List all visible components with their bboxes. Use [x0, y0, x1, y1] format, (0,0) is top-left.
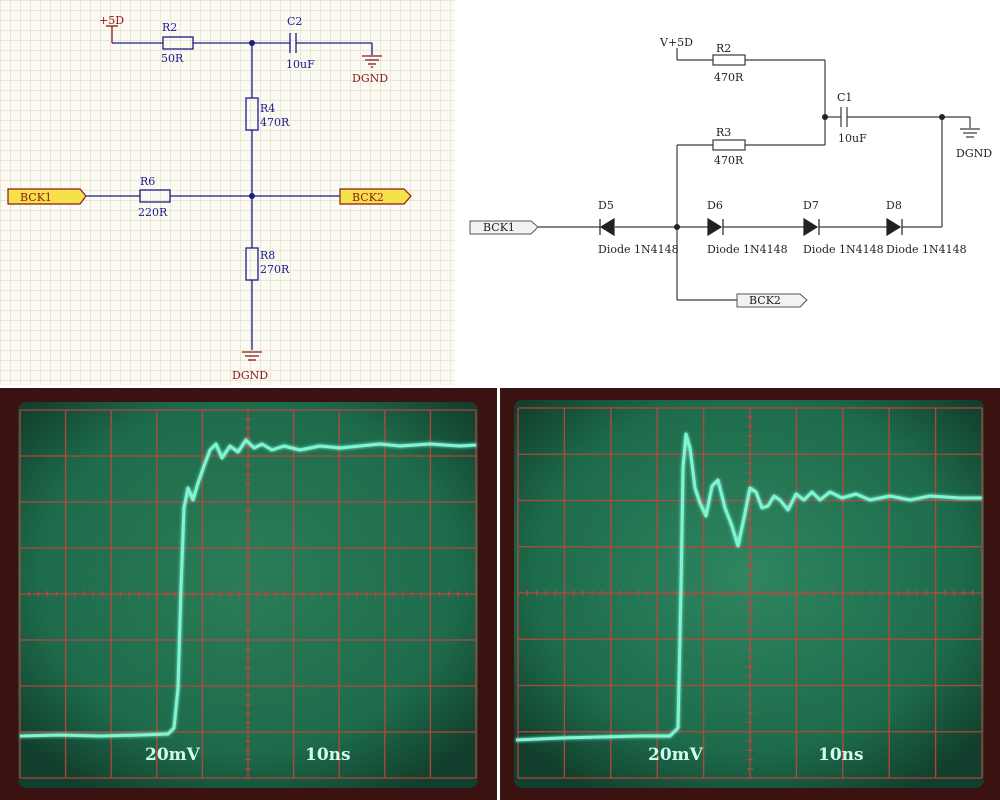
scope-b-graticule [517, 407, 983, 779]
scope-b-screen: 20mV 10ns [500, 388, 1000, 800]
r2-ref: R2 [162, 21, 177, 34]
supply-label: +5D [99, 14, 124, 27]
d8-value: Diode 1N4148 [886, 243, 967, 256]
port-bck2: BCK2 [352, 191, 384, 204]
r8-value: 270R [260, 263, 290, 276]
d8-ref: D8 [886, 199, 902, 212]
r3-value-b: 470R [714, 154, 744, 167]
scope-a-volts-div: 20mV [145, 745, 201, 765]
scope-b-volts-div: 20mV [648, 745, 704, 765]
scope-a-screen: 20mV 10ns [0, 388, 497, 800]
d5-value: Diode 1N4148 [598, 243, 679, 256]
d7-ref: D7 [803, 199, 819, 212]
port-bck2-b: BCK2 [749, 294, 781, 307]
r2-ref-b: R2 [716, 42, 731, 55]
supply-label-b: V+5D [659, 36, 693, 49]
schematic-b-drawing: V+5D R2 470R R3 470R C1 10uF DGND BCK1 B… [469, 36, 992, 308]
scope-b-time-div: 10ns [818, 745, 864, 765]
gnd-top-label: DGND [352, 72, 388, 85]
c2-ref: C2 [287, 15, 302, 28]
r2-value-b: 470R [714, 71, 744, 84]
oscilloscope-capture-b: 20mV 10ns [500, 388, 1000, 800]
schematic-diode-clamp: V+5D R2 470R R3 470R C1 10uF DGND BCK1 B… [455, 0, 1000, 385]
c1-ref-b: C1 [837, 91, 852, 104]
d7-value: Diode 1N4148 [803, 243, 884, 256]
c2-value: 10uF [286, 58, 315, 71]
scope-b-trace [515, 432, 982, 742]
port-bck1-b: BCK1 [483, 221, 515, 234]
d6-ref: D6 [707, 199, 723, 212]
d5-ref: D5 [598, 199, 614, 212]
r3-ref-b: R3 [716, 126, 731, 139]
gnd-bottom-label: DGND [232, 369, 268, 382]
schematic-a-drawing: +5D R2 50R C2 10uF DGND R4 470R R6 220R … [7, 14, 412, 382]
r6-ref: R6 [140, 175, 155, 188]
scope-a-trace [19, 438, 477, 738]
scope-a-time-div: 10ns [305, 745, 351, 765]
d6-value: Diode 1N4148 [707, 243, 788, 256]
scope-a-graticule [19, 409, 477, 779]
c1-value-b: 10uF [838, 132, 867, 145]
r6-value: 220R [138, 206, 168, 219]
r2-value: 50R [161, 52, 184, 65]
r8-ref: R8 [260, 249, 275, 262]
schematic-resistor-termination: +5D R2 50R C2 10uF DGND R4 470R R6 220R … [0, 0, 455, 385]
r4-value: 470R [260, 116, 290, 129]
gnd-label-b: DGND [956, 147, 992, 160]
port-bck1: BCK1 [20, 191, 52, 204]
r4-ref: R4 [260, 102, 275, 115]
oscilloscope-capture-a: 20mV 10ns [0, 388, 497, 800]
